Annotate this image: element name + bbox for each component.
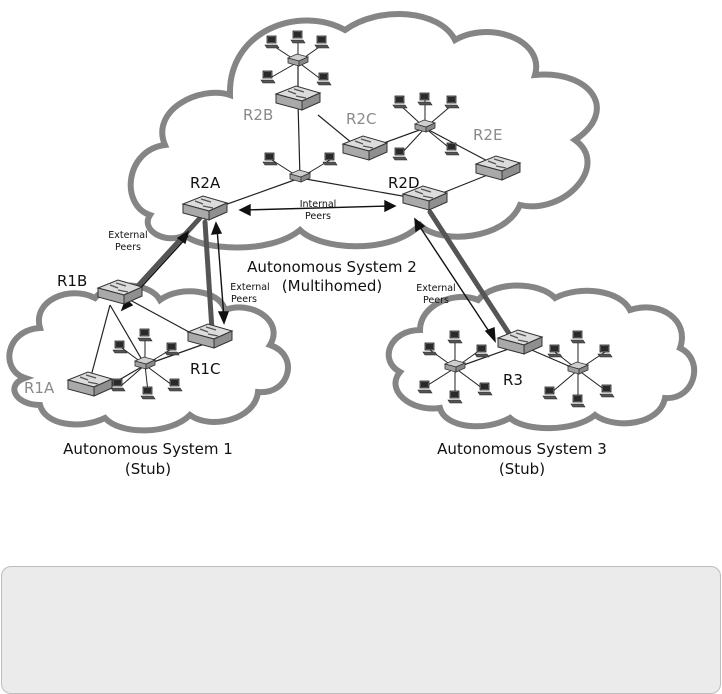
caption-panel (1, 566, 721, 694)
label-r2a: R2A (190, 174, 221, 192)
label-r2d: R2D (388, 174, 420, 192)
label-r1a: R1A (24, 379, 55, 397)
label-r2b: R2B (243, 106, 273, 124)
as1-type: (Stub) (125, 460, 171, 478)
peer-arrows (120, 199, 496, 343)
label-r1c: R1C (190, 360, 220, 378)
as3-label: Autonomous System 3 (437, 440, 607, 458)
as1-label: Autonomous System 1 (63, 440, 233, 458)
label-r1b: R1B (57, 272, 87, 290)
as3-type: (Stub) (499, 460, 545, 478)
label-r2c: R2C (346, 110, 376, 128)
label-r2e: R2E (473, 126, 502, 144)
cloud-as3 (385, 282, 698, 432)
cloud-as2 (127, 11, 600, 251)
as2-type: (Multihomed) (282, 277, 382, 295)
label-r3: R3 (503, 371, 523, 389)
as2-label: Autonomous System 2 (247, 258, 417, 276)
